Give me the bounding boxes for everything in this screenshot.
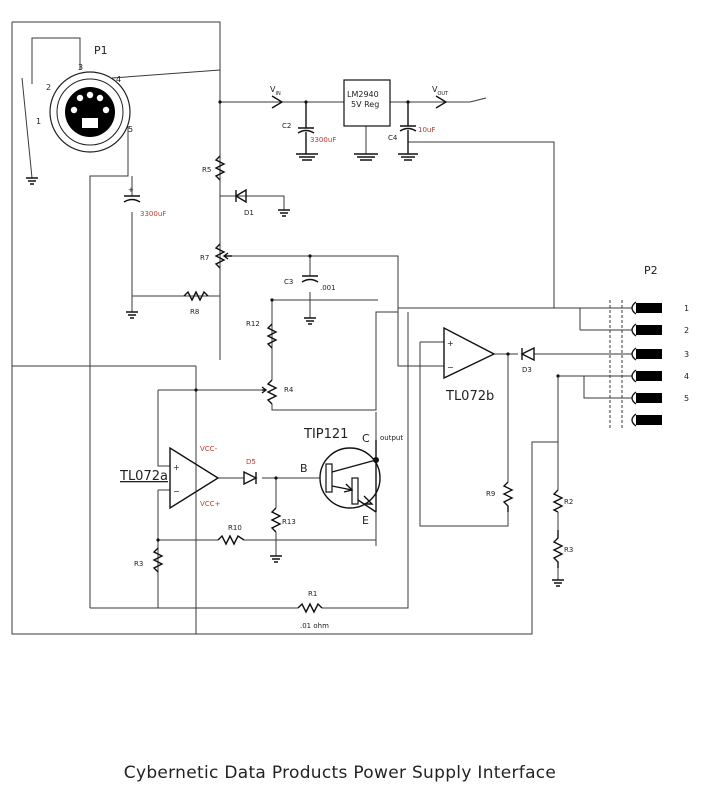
tip121-collector: C: [362, 432, 370, 445]
tip121-emitter: E: [362, 514, 369, 527]
potentiometer-r4: [266, 379, 278, 405]
diode-d5: [243, 470, 258, 486]
cap-3300uf-value: 3300uF: [140, 210, 166, 218]
r9-label: R9: [486, 490, 495, 498]
p2-pin-2-body: [631, 323, 662, 337]
connector-p2: P2 1 2 3 4 5: [631, 264, 689, 427]
resistor-r10: [217, 534, 245, 546]
c4-value: 10uF: [418, 126, 435, 134]
r4-label: R4: [284, 386, 294, 394]
p2-pin-6-body: [631, 413, 662, 427]
tl072a-minus: −: [173, 487, 180, 496]
p2-pin-1-body: [631, 301, 662, 315]
tl072a-vcc-minus: VCC-: [200, 445, 218, 453]
p1-label: P1: [94, 44, 108, 57]
p1-pin-3: 3: [78, 63, 83, 72]
p2-pin-4: 4: [684, 372, 689, 381]
tl072a-plus: +: [173, 463, 180, 472]
resistor-r13: [270, 507, 282, 533]
resistor-r12: [266, 323, 278, 349]
resistor-r9: [502, 481, 514, 512]
p2-pin-5-body: [631, 391, 662, 405]
r1-label: R1: [308, 590, 317, 598]
voltage-regulator-section: VIN LM2940 5V Reg VOUT C2 3300uF C4 10uF: [270, 79, 449, 154]
d1-label: D1: [244, 209, 254, 217]
d3-label: D3: [522, 366, 532, 374]
p2-pin-1: 1: [684, 304, 689, 313]
diagram-caption: Cybernetic Data Products Power Supply In…: [123, 763, 557, 783]
diode-d3: [520, 346, 535, 362]
r5-label: R5: [202, 166, 211, 174]
r2-label: R2: [564, 498, 573, 506]
c4-label: C4: [388, 134, 398, 142]
c2-label: C2: [282, 122, 291, 130]
d5-label: D5: [246, 458, 256, 466]
tip121-output: output: [380, 434, 403, 442]
c3-label: C3: [284, 278, 293, 286]
vout-label: VOUT: [432, 85, 449, 97]
c3-value: .001: [320, 284, 336, 292]
tl072a-vcc-plus: VCC+: [200, 500, 221, 508]
diode-d1: [234, 188, 247, 204]
resistor-r3-right: [552, 530, 564, 568]
regulator-lm2940: [343, 79, 391, 127]
capacitor-c2: [297, 102, 315, 154]
r10-label: R10: [228, 524, 242, 532]
opamp-tl072b: + − TL072b D3 R9 R2 R3: [443, 326, 573, 568]
transistor-tip121: TIP121 C B E output: [300, 427, 403, 527]
opamp-tl072a: + − TL072a VCC- VCC+ D5 R13 R10 R3 R1 .0…: [119, 445, 329, 630]
cap-3300uf-plus: +: [128, 186, 134, 194]
tl072b-plus: +: [447, 339, 454, 348]
tip121-base: B: [300, 462, 308, 475]
capacitor-c3: [301, 275, 319, 283]
wires: [11, 21, 632, 635]
resistor-r8: [183, 290, 209, 302]
p2-pin-2: 2: [684, 326, 689, 335]
tip121-label: TIP121: [303, 427, 348, 442]
r1-value: .01 ohm: [300, 622, 329, 630]
r12-label: R12: [246, 320, 260, 328]
r3-label: R3: [134, 560, 143, 568]
regulator-sub-label: 5V Reg: [351, 100, 379, 109]
capacitor-3300uf: [123, 195, 141, 203]
potentiometer-r7: [214, 243, 226, 269]
p1-pin-4: 4: [116, 75, 121, 84]
resistor-r1: [297, 602, 323, 614]
p2-pin-3-body: [631, 347, 662, 361]
r3-right-label: R3: [564, 546, 573, 554]
p1-pin-2: 2: [46, 83, 51, 92]
left-column-parts: R5 D1 3300uF + R7 R8 C3 .001 R12 R4: [123, 155, 336, 405]
p2-pin-4-body: [631, 369, 662, 383]
r8-label: R8: [190, 308, 199, 316]
tl072b-label: TL072b: [445, 389, 494, 404]
resistor-r2: [552, 489, 564, 513]
c2-value: 3300uF: [310, 136, 336, 144]
vin-label: VIN: [270, 85, 281, 97]
p1-pin-5: 5: [128, 125, 133, 134]
r7-label: R7: [200, 254, 209, 262]
p2-pin-5: 5: [684, 394, 689, 403]
p1-pin-1: 1: [36, 117, 41, 126]
r13-label: R13: [282, 518, 296, 526]
resistor-r3: [152, 547, 164, 573]
tl072a-label: TL072a: [119, 469, 168, 484]
junction-dots: [156, 100, 560, 542]
tl072b-minus: −: [447, 363, 454, 372]
resistor-r5: [214, 155, 226, 181]
p2-pin-3: 3: [684, 350, 689, 359]
capacitor-c4: [399, 102, 417, 154]
p2-label: P2: [644, 264, 658, 277]
connector-p1: P1 1 2 3 4 5: [36, 44, 133, 153]
regulator-label: LM2940: [347, 90, 379, 99]
